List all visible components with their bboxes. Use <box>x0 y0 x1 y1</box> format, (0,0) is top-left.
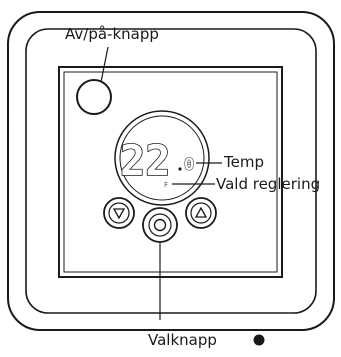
up-button-ring <box>190 202 212 224</box>
triangle-up-icon <box>194 206 208 218</box>
down-button[interactable] <box>103 197 135 229</box>
display-main-digits: 22 <box>120 136 171 185</box>
power-leader <box>100 46 109 83</box>
power-button-label: Av/på-knapp <box>65 25 159 43</box>
select-button[interactable] <box>142 207 178 243</box>
display-decimal-digit: 0 <box>184 155 194 175</box>
mode-indicator: F <box>164 181 168 189</box>
select-button-label: Valknapp <box>148 331 217 349</box>
temp-label: Temp <box>224 153 264 171</box>
decimal-point <box>178 167 182 171</box>
circle-icon <box>153 218 167 232</box>
power-button[interactable] <box>76 79 112 115</box>
down-button-ring <box>108 202 130 224</box>
inner-frame <box>25 28 317 314</box>
triangle-down-icon <box>112 208 126 220</box>
filled-circle-icon <box>253 334 265 346</box>
up-button[interactable] <box>185 197 217 229</box>
mode-label: Vald reglering <box>216 175 321 193</box>
select-button-ring <box>148 213 172 237</box>
display-window <box>119 115 205 201</box>
control-panel-inner <box>63 71 278 273</box>
